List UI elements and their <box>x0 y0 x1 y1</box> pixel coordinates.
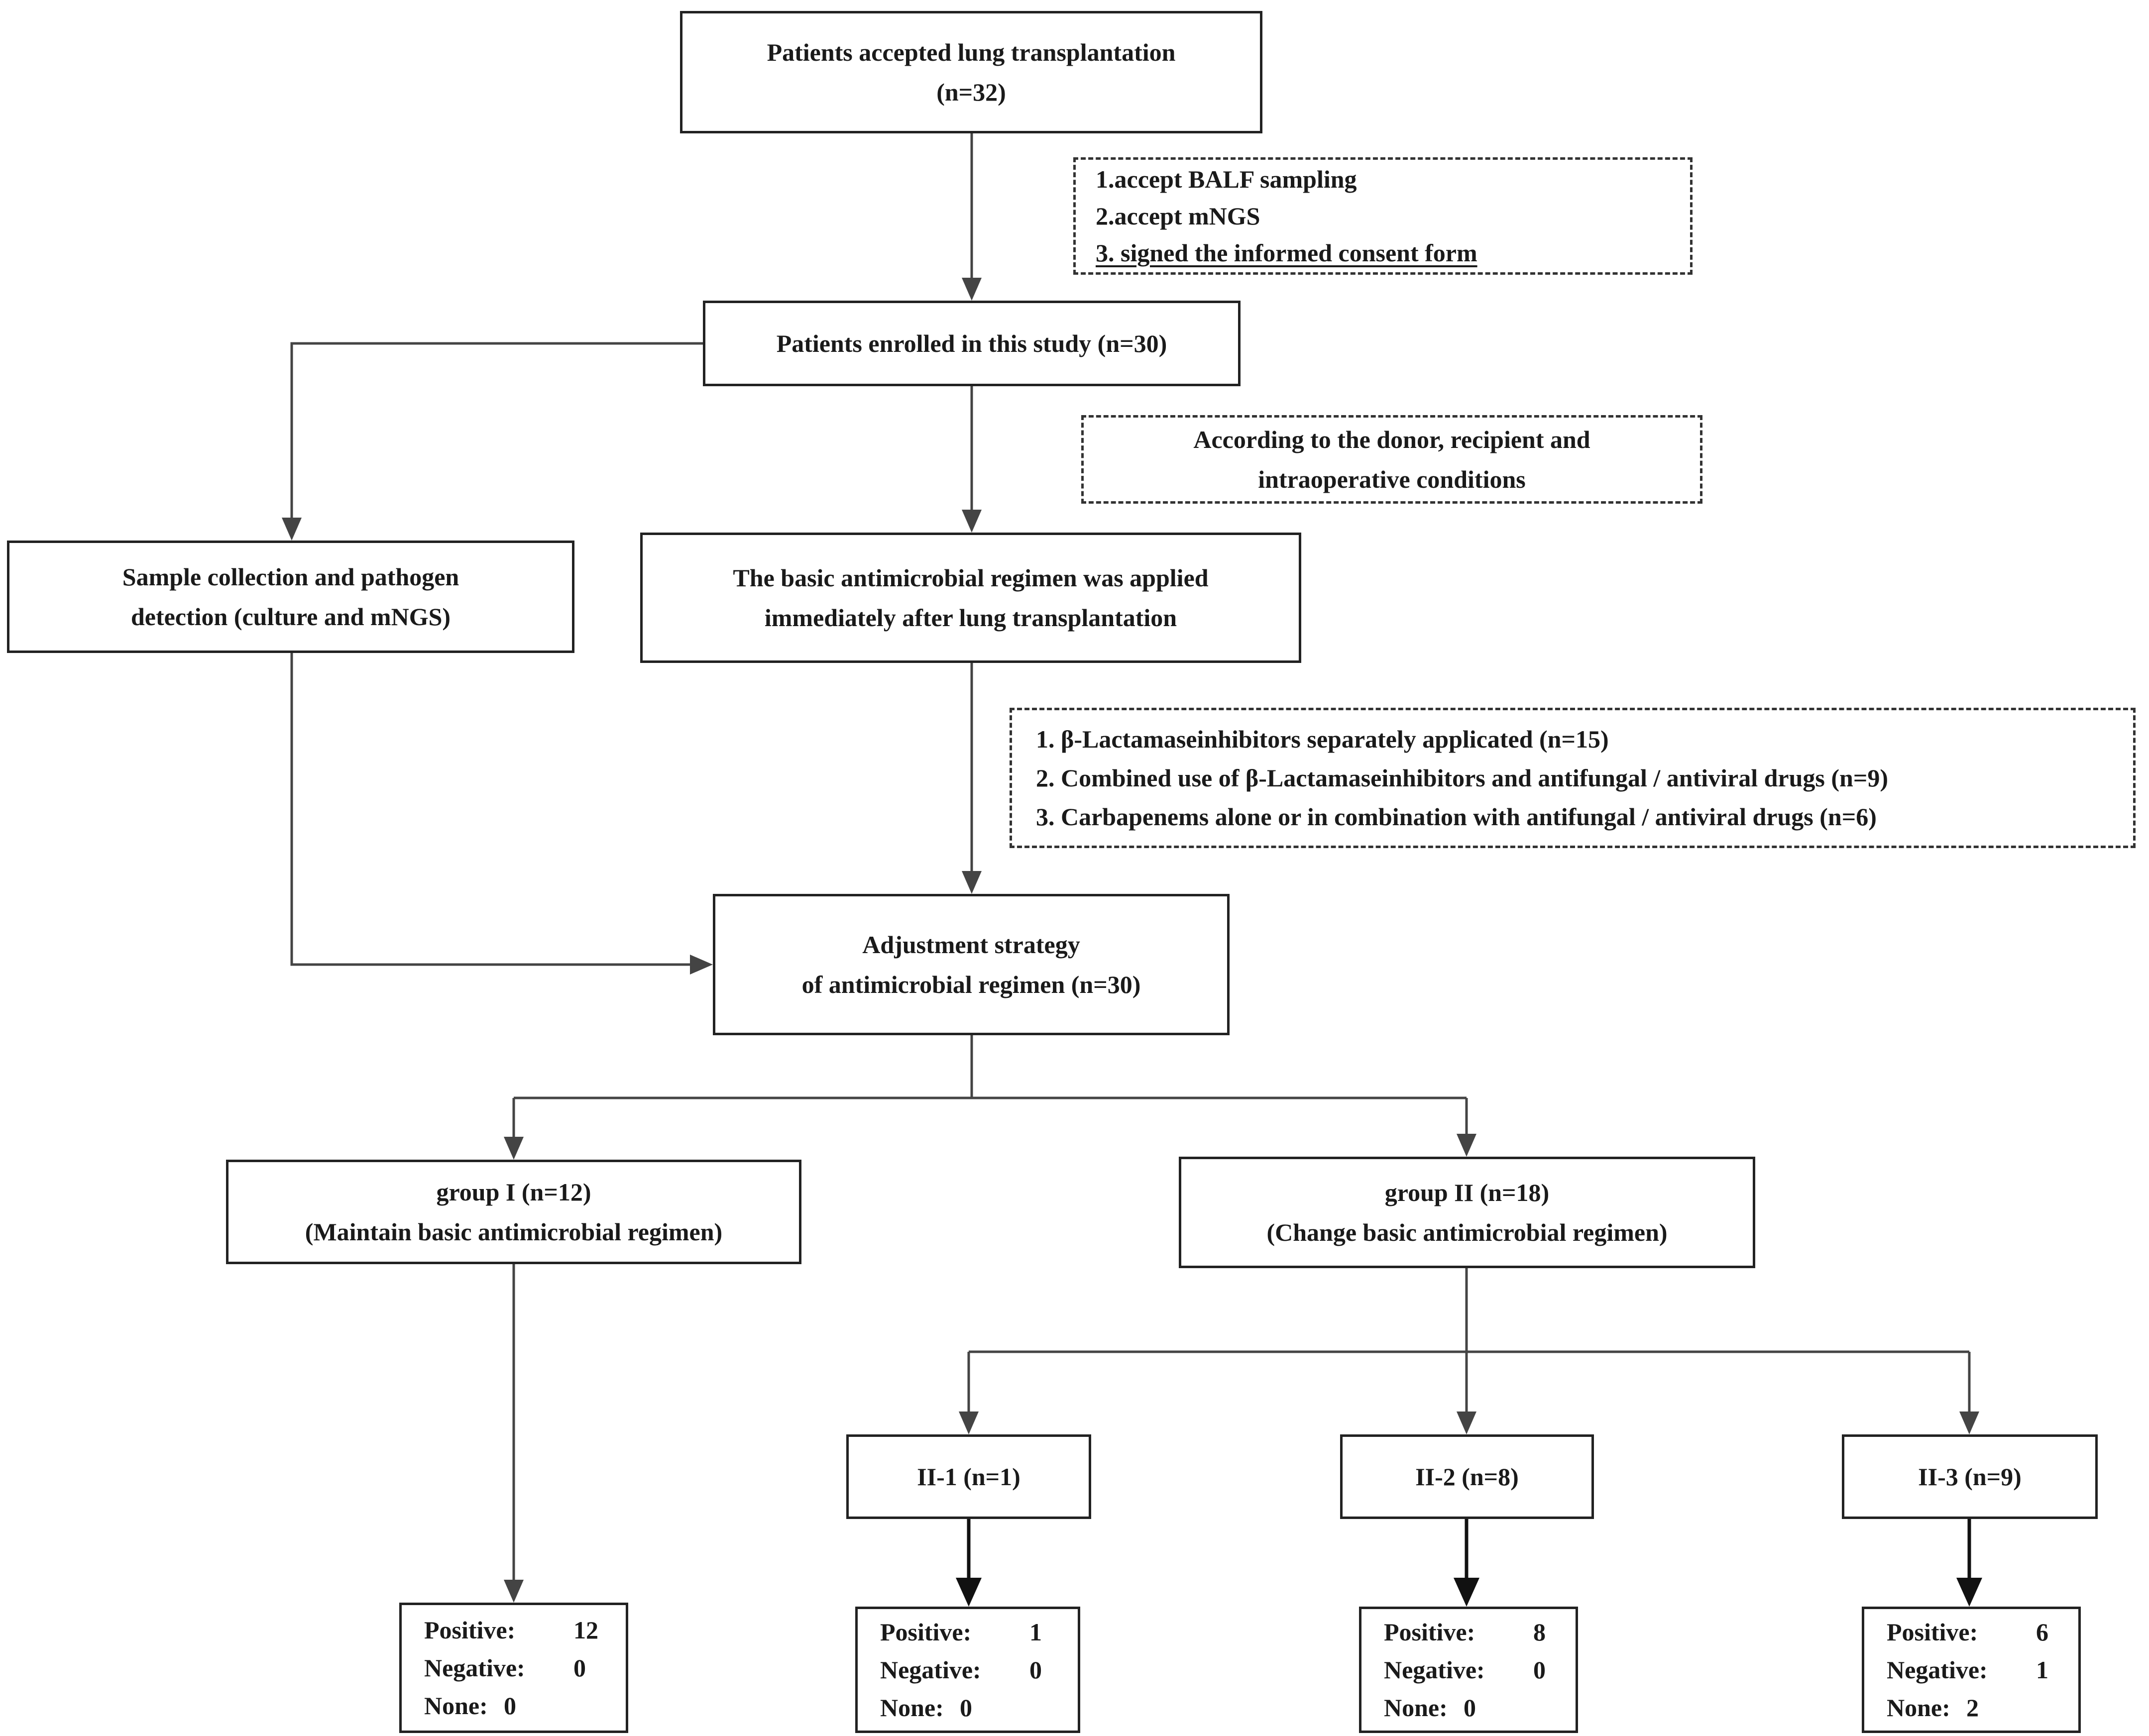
result-label: Positive: <box>880 1618 972 1646</box>
arrowhead-result-g1 <box>504 1580 524 1603</box>
result-label: Negative: <box>424 1654 525 1682</box>
result-value: 1 <box>2036 1656 2048 1684</box>
ii2-label: II-2 (n=8) <box>1415 1463 1519 1491</box>
basic-line-2: immediately after lung transplantation <box>764 604 1177 632</box>
enrolled-line-1: Patients enrolled in this study (n=30) <box>776 329 1167 357</box>
result-label: Negative: <box>1384 1656 1485 1684</box>
result-label: Positive: <box>424 1616 516 1644</box>
accepted-line-1: Patients accepted lung transplantation <box>767 38 1176 66</box>
result-value: 0 <box>573 1654 586 1682</box>
result-row: Positive: 6 <box>1887 1613 2048 1651</box>
result-value: 0 <box>1029 1656 1042 1684</box>
result-label: Positive: <box>1384 1618 1475 1646</box>
result-value: 0 <box>1533 1656 1546 1684</box>
result-row: Positive: 1 <box>880 1613 1042 1651</box>
sample-line-2: detection (culture and mNGS) <box>130 603 451 631</box>
result-row: None: 0 <box>880 1689 972 1727</box>
result-value: 1 <box>1029 1618 1042 1646</box>
arrowhead-ii1 <box>959 1411 979 1434</box>
result-value: 8 <box>1533 1618 1546 1646</box>
accepted-line-2: (n=32) <box>936 78 1006 106</box>
result-label: None: <box>880 1694 944 1722</box>
result-label: Negative: <box>1887 1656 1988 1684</box>
box-accepted: Patients accepted lung transplantation (… <box>680 11 1262 133</box>
result-row: Negative: 1 <box>1887 1651 2048 1689</box>
result-row: Negative: 0 <box>1384 1651 1546 1689</box>
criteria-line-3: 3. signed the informed consent form <box>1096 239 1477 267</box>
result-group-1: Positive: 12 Negative: 0 None: 0 <box>399 1603 628 1733</box>
result-value: 0 <box>960 1694 972 1722</box>
group2-line-1: group II (n=18) <box>1384 1179 1550 1206</box>
result-row: None: 2 <box>1887 1689 1979 1727</box>
box-group-2: group II (n=18) (Change basic antimicrob… <box>1179 1157 1755 1268</box>
box-regimens: 1. β-Lactamaseinhibitors separately appl… <box>1010 708 2136 848</box>
result-row: Negative: 0 <box>880 1651 1042 1689</box>
adjust-line-1: Adjustment strategy <box>862 931 1080 959</box>
adjust-line-2: of antimicrobial regimen (n=30) <box>801 971 1141 998</box>
result-row: None: 0 <box>1384 1689 1476 1727</box>
regimen-line-1: 1. β-Lactamaseinhibitors separately appl… <box>1036 725 1609 753</box>
ii3-label: II-3 (n=9) <box>1918 1463 2022 1491</box>
result-row: Positive: 12 <box>424 1611 598 1649</box>
arrowhead-adjust-left <box>690 955 713 975</box>
conditions-line-2: intraoperative conditions <box>1258 465 1526 493</box>
arrowhead-result-ii2 <box>1454 1578 1479 1607</box>
arrowhead-sample <box>282 518 302 541</box>
result-row: Negative: 0 <box>424 1649 586 1687</box>
arrowhead-ii3 <box>1959 1411 1979 1434</box>
arrowhead-adjust <box>962 871 982 894</box>
group1-line-2: (Maintain basic antimicrobial regimen) <box>305 1218 723 1246</box>
conditions-line-1: According to the donor, recipient and <box>1193 426 1590 453</box>
ii1-label: II-1 (n=1) <box>917 1463 1020 1491</box>
box-criteria: 1.accept BALF sampling 2.accept mNGS 3. … <box>1073 157 1693 275</box>
box-enrolled: Patients enrolled in this study (n=30) <box>703 301 1241 386</box>
criteria-line-1: 1.accept BALF sampling <box>1096 165 1357 193</box>
result-ii-2: Positive: 8 Negative: 0 None: 0 <box>1359 1607 1578 1733</box>
arrowhead-ii2 <box>1457 1411 1476 1434</box>
group1-line-1: group I (n=12) <box>436 1178 591 1206</box>
regimen-line-3: 3. Carbapenems alone or in combination w… <box>1036 803 1877 831</box>
box-conditions: According to the donor, recipient and in… <box>1081 415 1702 504</box>
box-adjustment: Adjustment strategy of antimicrobial reg… <box>713 894 1230 1035</box>
result-label: None: <box>424 1692 488 1720</box>
arrowhead-basic <box>962 510 982 533</box>
regimen-line-2: 2. Combined use of β-Lactamaseinhibitors… <box>1036 764 1888 792</box>
result-label: None: <box>1384 1694 1448 1722</box>
group2-line-2: (Change basic antimicrobial regimen) <box>1266 1218 1668 1246</box>
result-label: Negative: <box>880 1656 981 1684</box>
result-row: Positive: 8 <box>1384 1613 1546 1651</box>
sample-line-1: Sample collection and pathogen <box>122 563 459 591</box>
result-value: 2 <box>1966 1694 1979 1722</box>
arrowhead-result-ii1 <box>956 1578 982 1607</box>
box-ii-1: II-1 (n=1) <box>846 1434 1091 1519</box>
result-value: 0 <box>1464 1694 1476 1722</box>
result-row: None: 0 <box>424 1687 516 1725</box>
result-label: None: <box>1887 1694 1950 1722</box>
arrowhead-result-ii3 <box>1956 1578 1982 1607</box>
result-ii-3: Positive: 6 Negative: 1 None: 2 <box>1862 1607 2081 1733</box>
box-ii-3: II-3 (n=9) <box>1842 1434 2098 1519</box>
box-basic-regimen: The basic antimicrobial regimen was appl… <box>640 533 1301 663</box>
box-group-1: group I (n=12) (Maintain basic antimicro… <box>226 1160 801 1264</box>
box-sample: Sample collection and pathogen detection… <box>7 541 574 653</box>
criteria-line-2: 2.accept mNGS <box>1096 202 1260 230</box>
result-value: 0 <box>504 1692 516 1720</box>
line-sample-adjust <box>290 653 690 966</box>
result-value: 12 <box>573 1616 598 1644</box>
basic-line-1: The basic antimicrobial regimen was appl… <box>733 564 1209 592</box>
result-value: 6 <box>2036 1618 2048 1646</box>
arrowhead-group2 <box>1457 1134 1476 1157</box>
arrowhead-enrolled <box>962 278 982 301</box>
arrowhead-group1 <box>504 1137 524 1160</box>
result-label: Positive: <box>1887 1618 1978 1646</box>
result-ii-1: Positive: 1 Negative: 0 None: 0 <box>855 1607 1080 1733</box>
line-enrolled-sample <box>290 342 703 518</box>
box-ii-2: II-2 (n=8) <box>1340 1434 1594 1519</box>
